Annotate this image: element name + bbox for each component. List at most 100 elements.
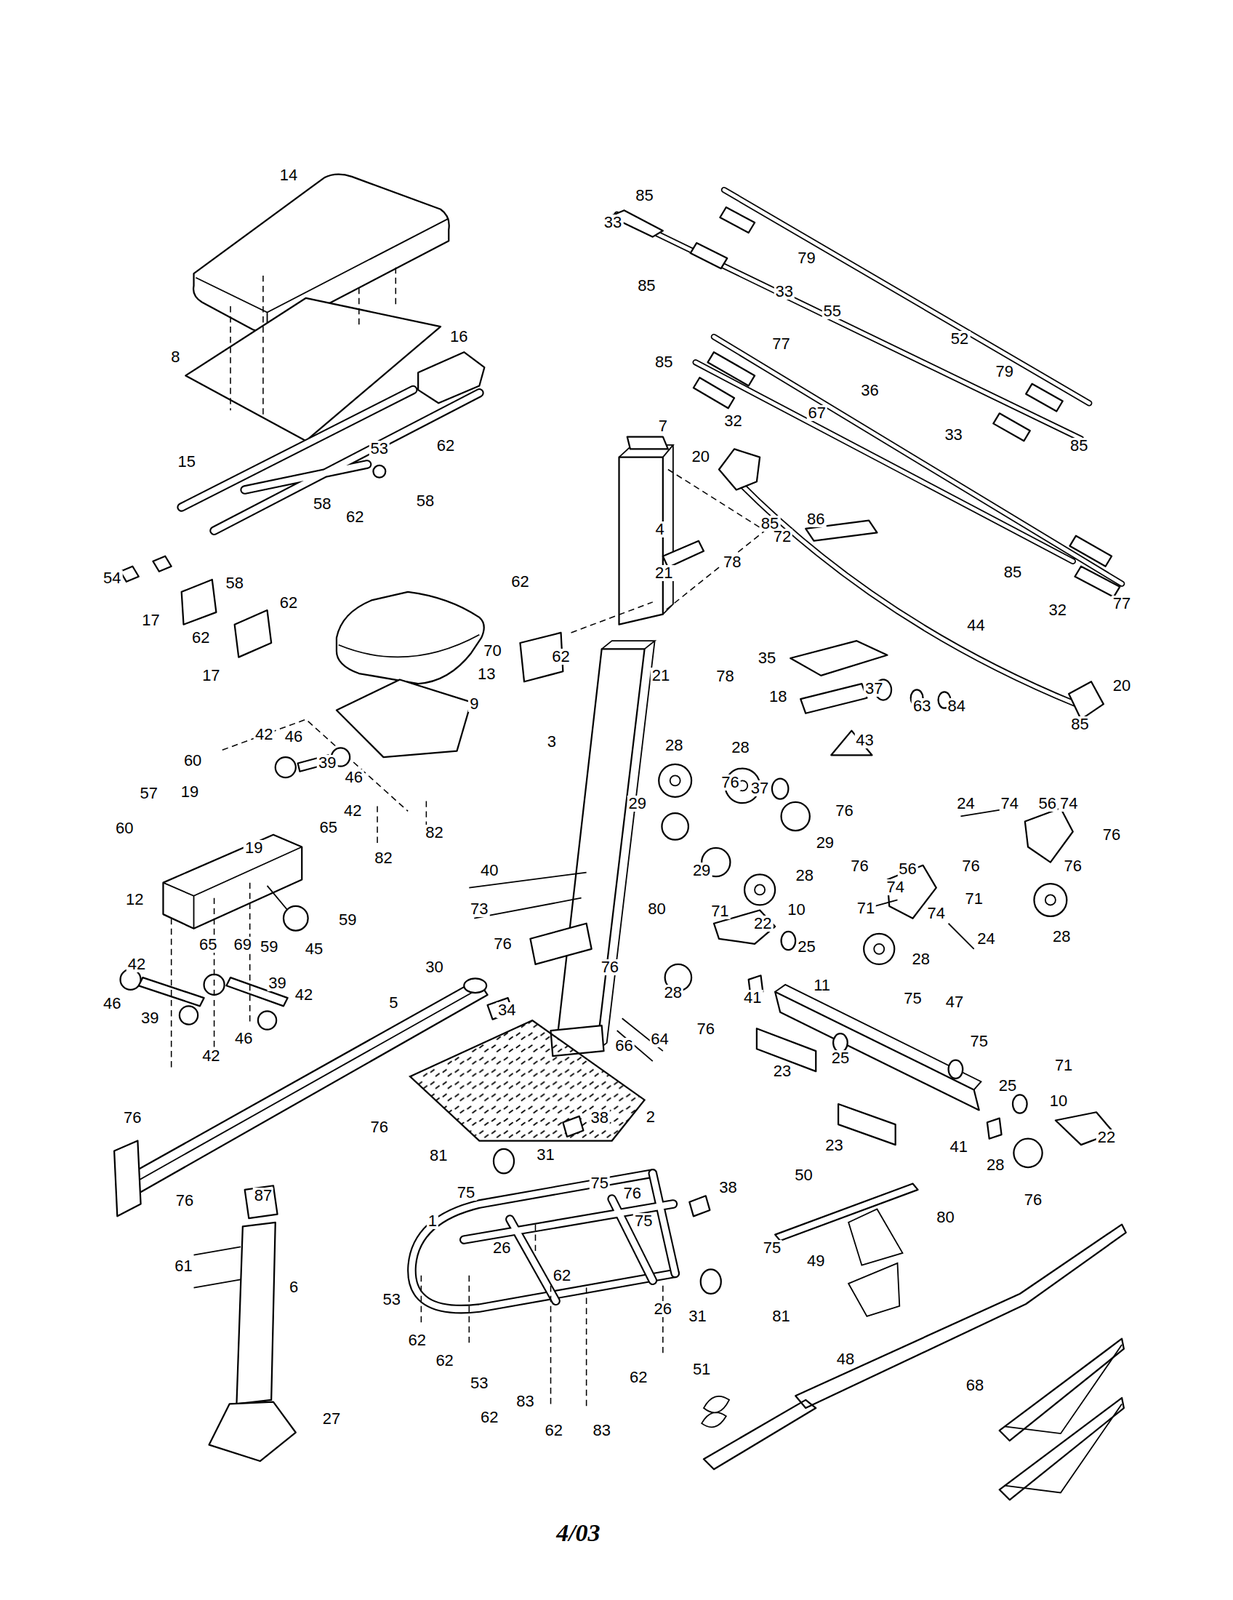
callout-number: 71 (855, 900, 877, 917)
callout-number: 21 (650, 667, 672, 684)
callout-number: 50 (793, 1166, 814, 1183)
callout-number: 2 (644, 1108, 657, 1125)
callout-number: 20 (1111, 677, 1132, 694)
callout-number: 81 (770, 1307, 791, 1324)
callout-number: 71 (1053, 1057, 1074, 1074)
callout-number: 53 (369, 440, 390, 457)
callout-number: 57 (138, 785, 160, 802)
callout-number: 36 (859, 382, 880, 399)
pulley-hub (873, 943, 885, 954)
grip (690, 207, 1121, 597)
callout-number: 86 (805, 511, 826, 528)
callout-number: 68 (964, 1376, 986, 1393)
callout-number: 62 (551, 1267, 573, 1284)
rear-post (236, 1222, 275, 1404)
pulley-disc (781, 801, 810, 831)
callout-number: 30 (423, 958, 445, 975)
callout-number: 33 (774, 283, 795, 300)
callout-number: 83 (514, 1392, 536, 1409)
callout-number: 85 (633, 187, 655, 204)
seat-frame (181, 389, 480, 531)
callout-number: 76 (695, 1020, 716, 1037)
callout-number: 42 (126, 956, 147, 973)
bushing (781, 931, 797, 950)
callout-number: 84 (946, 697, 967, 714)
callout-number: 46 (233, 1030, 254, 1047)
callout-number: 78 (714, 668, 736, 685)
callout-number: 23 (772, 1062, 793, 1079)
callout-number: 76 (1062, 857, 1084, 874)
callout-number: 56 (897, 860, 918, 877)
clip (701, 1395, 730, 1427)
callout-number: 76 (1022, 1191, 1044, 1208)
callout-number: 76 (833, 802, 855, 819)
callout-number: 28 (794, 867, 815, 884)
revision-date: 4/03 (556, 1518, 600, 1547)
curl-bar-head (719, 448, 1104, 720)
callout-number: 76 (719, 774, 741, 791)
callout-number: 28 (729, 739, 751, 756)
callout-number: 42 (200, 1047, 222, 1064)
callout-number: 25 (796, 938, 817, 955)
callout-number: 29 (691, 862, 712, 879)
callout-number: 79 (994, 363, 1015, 380)
callout-number: 60 (182, 752, 203, 769)
roller (258, 1010, 277, 1029)
callout-number: 53 (380, 1291, 402, 1308)
callout-number: 58 (415, 492, 436, 509)
callout-number: 67 (806, 404, 827, 421)
callout-number: 17 (140, 612, 161, 629)
callout-number: 80 (646, 900, 667, 917)
callout-number: 49 (805, 1252, 826, 1269)
callout-number: 22 (752, 915, 773, 932)
callout-number: 39 (266, 974, 288, 991)
callout-number: 43 (854, 732, 875, 749)
callout-number: 70 (482, 642, 503, 659)
callout-number: 47 (944, 993, 965, 1010)
end-cap (562, 1115, 710, 1216)
callout-number: 65 (317, 819, 339, 836)
callout-number: 79 (796, 250, 817, 267)
roller (120, 969, 142, 990)
pulley-set (658, 764, 1067, 1167)
seat-frame (181, 389, 480, 531)
wheel (493, 1148, 514, 1174)
callout-number: 74 (1058, 795, 1079, 812)
axle (138, 754, 331, 1006)
callout-number: 75 (455, 1184, 477, 1201)
callout-number: 62 (543, 1422, 564, 1439)
callout-number: 85 (636, 277, 657, 294)
callout-number: 87 (252, 1187, 274, 1204)
end-plate (114, 1140, 141, 1217)
callout-number: 85 (1002, 564, 1023, 581)
callout-number: 10 (785, 901, 807, 918)
callout-number: 41 (742, 989, 763, 1006)
handle-stub (663, 540, 704, 568)
callout-number: 40 (479, 862, 500, 879)
harness (703, 1224, 1127, 1470)
callout-number: 7 (657, 418, 669, 435)
callout-number: 83 (591, 1422, 612, 1439)
callout-number: 62 (550, 648, 571, 665)
callout-number: 44 (965, 617, 986, 634)
callout-number: 24 (975, 930, 996, 947)
base-frame (411, 1172, 675, 1309)
callout-number: 53 (468, 1374, 490, 1391)
callout-number: 73 (468, 900, 490, 917)
callout-number: 77 (770, 335, 791, 352)
callout-number: 42 (342, 802, 363, 819)
callout-number: 62 (435, 437, 456, 454)
callout-number: 71 (709, 902, 730, 919)
upper-column (619, 457, 664, 625)
callout-number: 25 (997, 1077, 1018, 1094)
callout-number: 28 (910, 950, 931, 967)
callout-number: 62 (278, 594, 299, 611)
callout-number: 24 (955, 795, 976, 812)
base-frame (411, 1172, 675, 1309)
arm-edge (774, 984, 981, 1090)
callout-number: 35 (756, 649, 778, 666)
callout-number: 31 (535, 1146, 556, 1163)
guide-line (222, 719, 427, 847)
callout-number: 4 (653, 521, 666, 538)
